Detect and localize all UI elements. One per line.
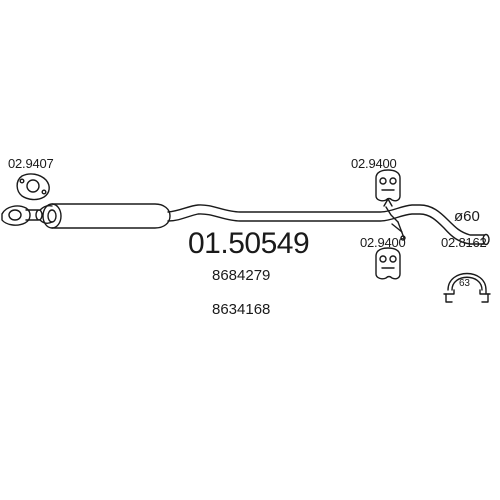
oem-number-2: 8634168 bbox=[212, 301, 271, 318]
tail-pipe bbox=[167, 204, 490, 246]
hanger-lower-code-label: 02.9400 bbox=[360, 235, 406, 250]
pipe-diameter-label: ø60 bbox=[454, 208, 480, 225]
part-number: 01.50549 bbox=[188, 227, 310, 260]
inlet-flange-icon bbox=[1, 205, 43, 226]
clamp-code-label: 02.8162 bbox=[441, 235, 487, 250]
pipe-clamp-icon bbox=[443, 272, 491, 303]
gasket-code-label: 02.9407 bbox=[8, 156, 54, 171]
hanger-upper-code-label: 02.9400 bbox=[351, 156, 397, 171]
flange-gasket-icon bbox=[16, 173, 50, 201]
oem-number-1: 8684279 bbox=[212, 267, 271, 284]
rubber-hanger-icon-upper bbox=[375, 169, 401, 202]
rubber-hanger-icon-lower bbox=[375, 247, 401, 280]
clamp-size-label: 63 bbox=[459, 278, 470, 289]
middle-silencer bbox=[42, 203, 171, 229]
